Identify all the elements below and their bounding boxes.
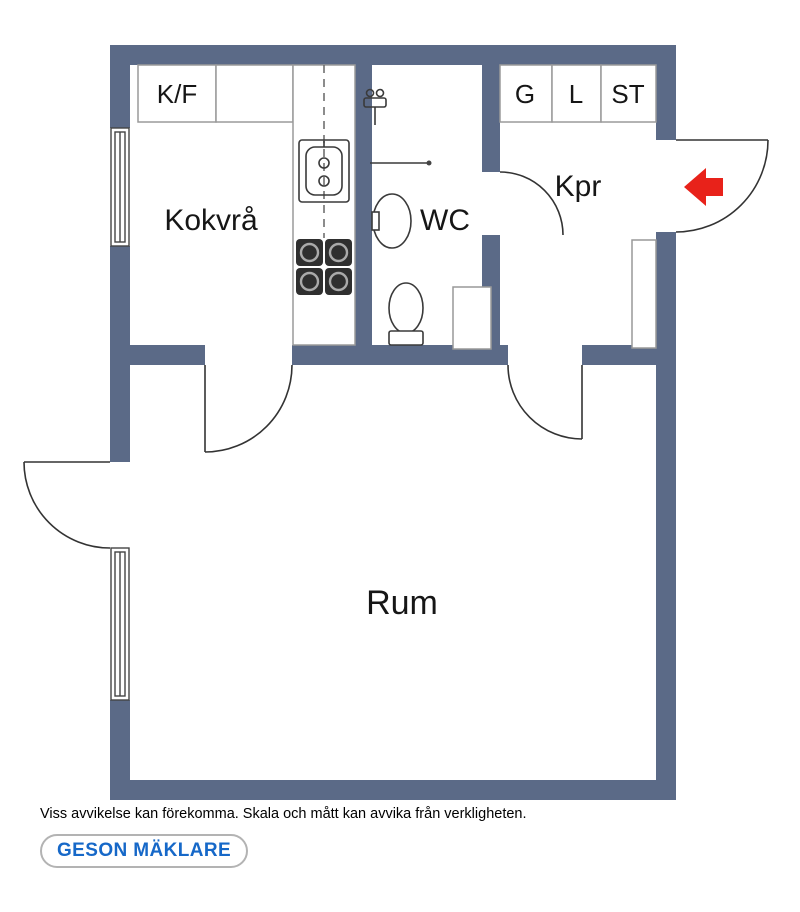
wall-left-lower — [110, 700, 130, 800]
door-entry — [675, 139, 769, 233]
door-kitchen — [204, 364, 293, 453]
label-closet-l: L — [569, 79, 583, 109]
shower-mixer-icon — [363, 88, 387, 125]
label-hall: Kpr — [555, 170, 602, 203]
window-room — [110, 547, 130, 701]
wall-left-upper — [110, 45, 130, 128]
door-balcony — [23, 461, 111, 549]
shower-rail-end — [426, 160, 432, 166]
wall-wc-hall-upper — [482, 65, 500, 172]
wall-divider-right — [582, 345, 656, 365]
wall-right-upper — [656, 45, 676, 140]
wall-bottom — [110, 780, 676, 800]
entry-arrow-icon — [684, 168, 723, 206]
window-kitchen — [110, 127, 130, 247]
label-room: Rum — [366, 584, 438, 622]
brand-logo: GESON MÄKLARE — [40, 834, 249, 868]
label-kitchen: Kokvrå — [164, 204, 258, 237]
walls — [110, 45, 676, 800]
door-wc — [499, 171, 564, 236]
wall-right-lower — [656, 232, 676, 800]
label-fridge-freezer: K/F — [157, 79, 197, 109]
cabinet-unit — [215, 64, 294, 123]
wash-basin-icon — [371, 193, 412, 249]
wall-left-middle — [110, 246, 130, 462]
wall-kitchen-wc — [355, 65, 372, 345]
wall-divider-left — [130, 345, 205, 365]
label-closet-g: G — [515, 79, 535, 109]
wall-top — [110, 45, 676, 65]
kitchen-sink-icon — [298, 139, 350, 203]
label-wc: WC — [420, 204, 470, 237]
stove-icon — [296, 239, 352, 295]
door-hall — [507, 364, 583, 440]
closet-st — [600, 64, 657, 123]
duct-hall — [631, 239, 657, 349]
closet-g — [499, 64, 553, 123]
label-closet-st: ST — [611, 79, 644, 109]
duct-wc — [452, 286, 492, 350]
disclaimer-text: Viss avvikelse kan förekomma. Skala och … — [40, 806, 527, 822]
toilet-icon — [388, 282, 424, 346]
wall-divider-middle — [292, 345, 508, 365]
